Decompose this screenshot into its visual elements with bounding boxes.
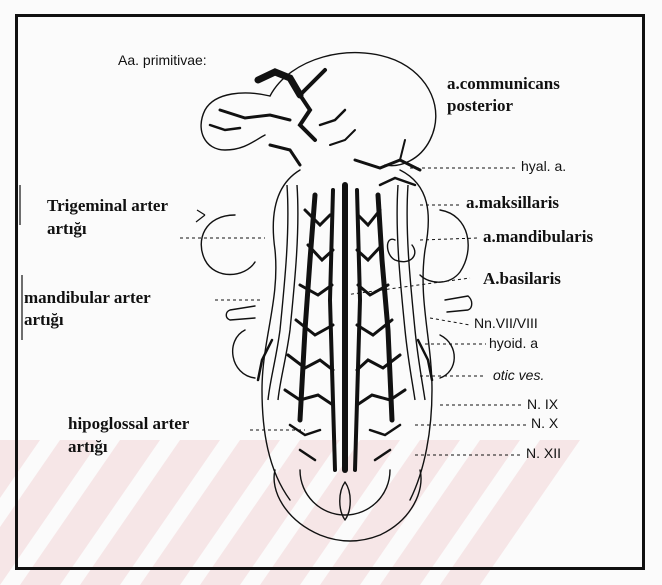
label-basilaris: A.basilaris	[483, 270, 561, 288]
otic-curl	[388, 239, 415, 262]
head-left-lobe	[201, 93, 270, 150]
label-n-x: N. X	[531, 416, 558, 431]
leader-basilaris	[345, 278, 470, 295]
label-trigeminal-line1: Trigeminal arter	[47, 197, 168, 215]
left-small-cylinder	[226, 306, 255, 320]
label-nn-vii-viii: Nn.VII/VIII	[474, 316, 538, 331]
leader-mandibularis	[420, 238, 478, 240]
label-mandibular-arter-line2: artığı	[24, 311, 64, 329]
label-mandibularis: a.mandibularis	[483, 228, 593, 246]
label-trigeminal-line2: artığı	[47, 220, 87, 238]
label-maksillaris: a.maksillaris	[466, 194, 559, 212]
right-lobe-upper	[420, 210, 468, 282]
leader-nn-vii	[430, 318, 470, 325]
body-outline-left	[262, 170, 300, 500]
right-lobe-lower	[440, 335, 454, 378]
bracket-trigeminal	[196, 210, 205, 222]
left-edge-mark	[20, 185, 22, 340]
forebrain-outline	[270, 53, 436, 166]
label-mandibular-arter-line1: mandibular arter	[24, 289, 151, 307]
left-lobe-lower	[233, 330, 255, 378]
label-hyoid-a: hyoid. a	[489, 336, 538, 351]
label-n-ix: N. IX	[527, 397, 558, 412]
tail-inner	[300, 470, 390, 515]
label-aa-primitivae: Aa. primitivae:	[118, 53, 207, 68]
label-communicans-line1: a.communicans	[447, 75, 560, 93]
label-hipoglossal-line1: hipoglossal arter	[68, 415, 189, 433]
tail-outline	[274, 470, 421, 541]
label-hyal-a: hyal. a.	[521, 159, 566, 174]
label-n-xii: N. XII	[526, 446, 561, 461]
left-lobe-upper	[201, 215, 255, 275]
right-small-cylinder	[445, 296, 472, 312]
label-hipoglossal-line2: artığı	[68, 438, 108, 456]
label-otic-ves: otic ves.	[493, 368, 544, 383]
label-communicans-line2: posterior	[447, 97, 513, 115]
